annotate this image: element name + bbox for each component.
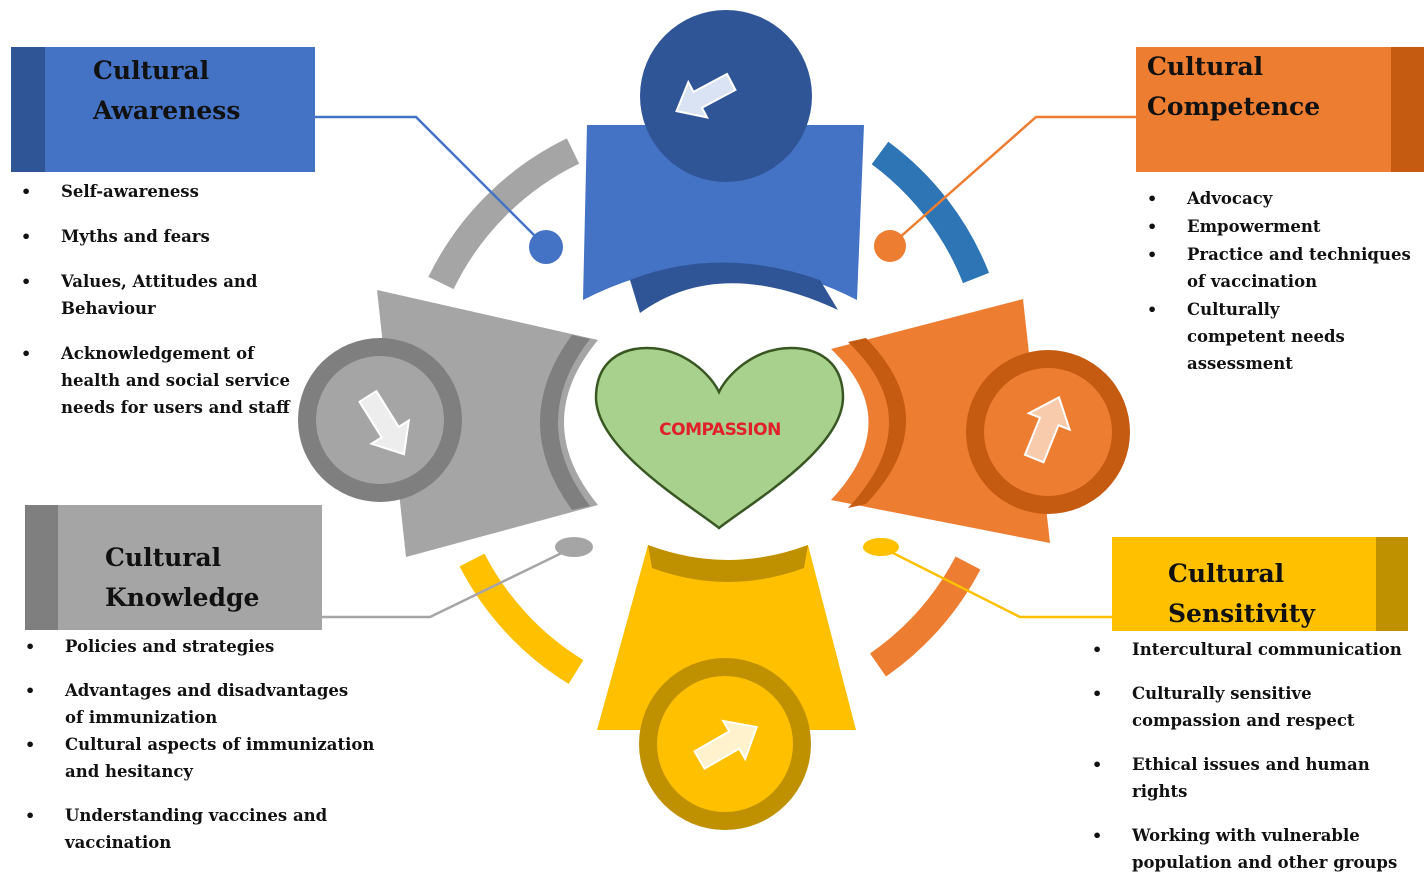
section-title-competence: Cultural Competence bbox=[1147, 52, 1321, 121]
connector-competence bbox=[889, 115, 1136, 247]
list-item: Understanding vaccines and vaccination bbox=[21, 802, 355, 856]
awareness-list: Self-awareness Myths and fears Values, A… bbox=[17, 178, 307, 421]
heart-icon bbox=[594, 346, 845, 530]
list-item: Policies and strategies bbox=[21, 633, 391, 660]
list-item: Culturally sensitive compassion and resp… bbox=[1088, 680, 1424, 734]
center-label: COMPASSION bbox=[659, 420, 781, 440]
list-item: Cultural aspects of immunization and hes… bbox=[21, 731, 395, 785]
section-title-sensitivity: Cultural Sensitivity bbox=[1168, 559, 1315, 628]
cultural-framework-diagram bbox=[11, 10, 1424, 830]
list-item: Advocacy bbox=[1143, 185, 1413, 212]
title-box-awareness: Cultural Awareness bbox=[11, 47, 315, 172]
list-item: Values, Attitudes and Behaviour bbox=[17, 268, 271, 322]
connector-dot-sensitivity bbox=[863, 538, 899, 556]
title-box-sensitivity: Cultural Sensitivity bbox=[1112, 537, 1408, 631]
section-title-knowledge: Cultural Knowledge bbox=[105, 543, 260, 612]
competence-list: Advocacy Empowerment Practice and techni… bbox=[1143, 185, 1413, 377]
list-item: Self-awareness bbox=[17, 178, 307, 205]
connector-knowledge bbox=[322, 545, 575, 619]
connector-dot-awareness bbox=[529, 230, 563, 264]
title-box-knowledge: Cultural Knowledge bbox=[25, 505, 322, 630]
list-item: Practice and techniques of vaccination bbox=[1143, 241, 1413, 295]
title-box-sensitivity-bg bbox=[1112, 537, 1408, 631]
knowledge-list: Policies and strategies Advantages and d… bbox=[21, 633, 391, 856]
ring-arc-blue bbox=[871, 141, 990, 284]
title-box-competence-bg bbox=[1136, 47, 1424, 172]
title-box-knowledge-bg bbox=[25, 505, 322, 630]
ring-arc-yellow bbox=[459, 553, 584, 684]
ring-arc-gray bbox=[428, 138, 580, 290]
list-item: Working with vulnerable population and o… bbox=[1088, 822, 1422, 876]
list-item: Empowerment bbox=[1143, 213, 1413, 240]
arrow-icon-awareness bbox=[675, 72, 737, 119]
list-item: Acknowledgement of health and social ser… bbox=[17, 340, 307, 421]
title-box-awareness-bg bbox=[11, 47, 315, 172]
arrow-icon-sensitivity bbox=[693, 719, 759, 771]
list-item: Culturally competent needs assessment bbox=[1143, 296, 1367, 377]
list-item: Intercultural communication bbox=[1088, 636, 1424, 663]
arrow-icon-knowledge bbox=[358, 389, 411, 456]
connector-awareness bbox=[315, 115, 547, 248]
segment-awareness bbox=[583, 10, 864, 313]
segment-sensitivity bbox=[597, 545, 856, 830]
connector-sensitivity bbox=[880, 545, 1112, 619]
list-item: Ethical issues and human rights bbox=[1088, 751, 1424, 805]
connector-dot-competence bbox=[874, 230, 906, 262]
section-title-awareness: Cultural Awareness bbox=[93, 56, 241, 125]
segment-competence bbox=[831, 299, 1130, 543]
list-item: Advantages and disadvantages of immuniza… bbox=[21, 677, 365, 731]
arrow-icon-competence bbox=[1023, 395, 1072, 464]
segment-knowledge bbox=[298, 290, 598, 557]
list-item: Myths and fears bbox=[17, 223, 307, 250]
sensitivity-list: Intercultural communication Culturally s… bbox=[1088, 636, 1424, 876]
ring-arc-orange bbox=[869, 556, 981, 677]
title-box-competence: Cultural Competence bbox=[1136, 47, 1424, 172]
connector-dot-knowledge bbox=[555, 537, 593, 557]
